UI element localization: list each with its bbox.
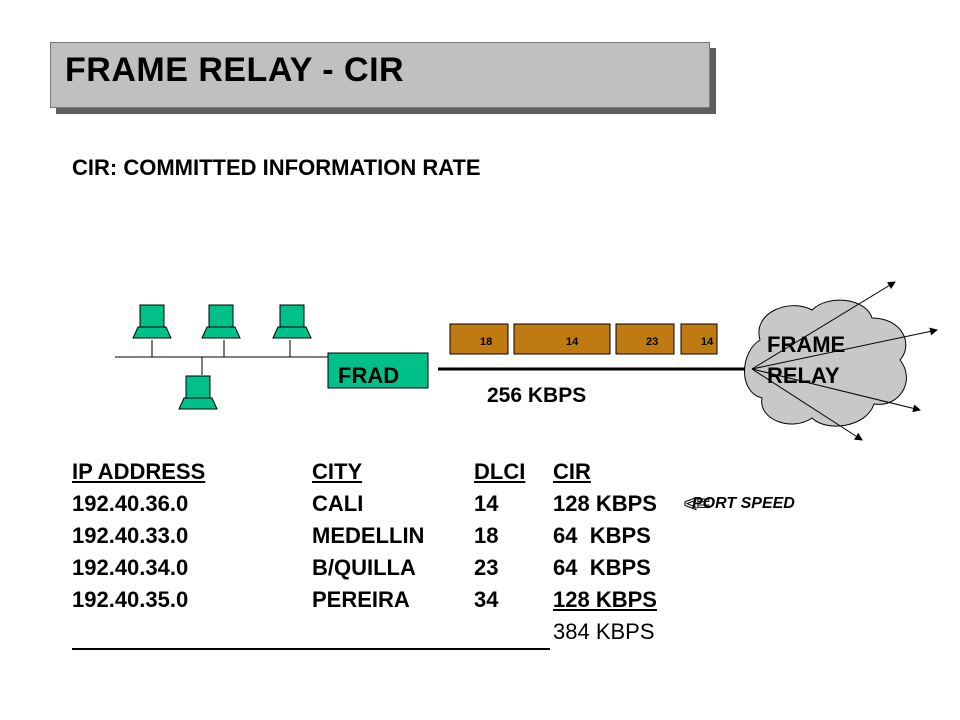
page-title: FRAME RELAY - CIR: [65, 51, 405, 89]
cell-ip: 192.40.35.0: [72, 587, 189, 612]
frame-dlci: 18: [480, 336, 492, 348]
cell-dlci: 18: [474, 523, 499, 548]
cell-cir: 64 KBPS: [553, 523, 651, 548]
frame-packet: 14: [513, 323, 611, 355]
pc-icon: [132, 304, 172, 339]
cell-cir: 128 KBPS: [553, 491, 657, 516]
frame-dlci: 23: [646, 336, 658, 348]
cell-cir: 128 KBPS: [553, 587, 657, 612]
cell-ip: 192.40.34.0: [72, 555, 189, 580]
subtitle: CIR: COMMITTED INFORMATION RATE: [72, 155, 481, 180]
header-cir: CIR: [553, 459, 591, 484]
frame-packet: 23: [615, 323, 675, 355]
pc-icon: [201, 304, 241, 339]
cell-ip: 192.40.36.0: [72, 491, 189, 516]
total-rule: [72, 648, 550, 650]
cell-dlci: 14: [474, 491, 499, 516]
frame-relay-cloud: [744, 299, 907, 427]
title-box: FRAME RELAY - CIR: [50, 42, 710, 108]
frame-packet: 18: [449, 323, 509, 355]
vc-arrow: [751, 281, 896, 370]
less-equal-symbol: <=: [684, 491, 711, 517]
frame-dlci: 14: [566, 336, 579, 348]
cell-dlci: 34: [474, 587, 499, 612]
cir-total: 384 KBPS: [553, 619, 655, 644]
port-speed-label: PORT SPEED: [692, 495, 795, 512]
pc-icon: [178, 375, 218, 410]
cell-cir: 64 KBPS: [553, 555, 651, 580]
link-speed-label: 256 KBPS: [487, 384, 586, 407]
frame-dlci: 14: [701, 336, 714, 348]
header-city: CITY: [312, 459, 363, 484]
frad-label: FRAD: [338, 363, 399, 388]
vc-arrow: [751, 327, 938, 370]
header-dlci: DLCI: [474, 459, 526, 484]
cell-city: CALI: [312, 491, 364, 516]
cell-city: PEREIRA: [312, 587, 410, 612]
cell-city: MEDELLIN: [312, 523, 425, 548]
vc-arrow: [751, 368, 863, 441]
pc-icon: [272, 304, 312, 339]
frame-packet: 14: [680, 323, 718, 355]
cell-city: B/QUILLA: [312, 555, 416, 580]
header-ip: IP ADDRESS: [72, 459, 206, 484]
frad-device: FRAD: [327, 352, 429, 389]
vc-arrow: [751, 368, 921, 413]
cell-ip: 192.40.33.0: [72, 523, 189, 548]
cell-dlci: 23: [474, 555, 499, 580]
